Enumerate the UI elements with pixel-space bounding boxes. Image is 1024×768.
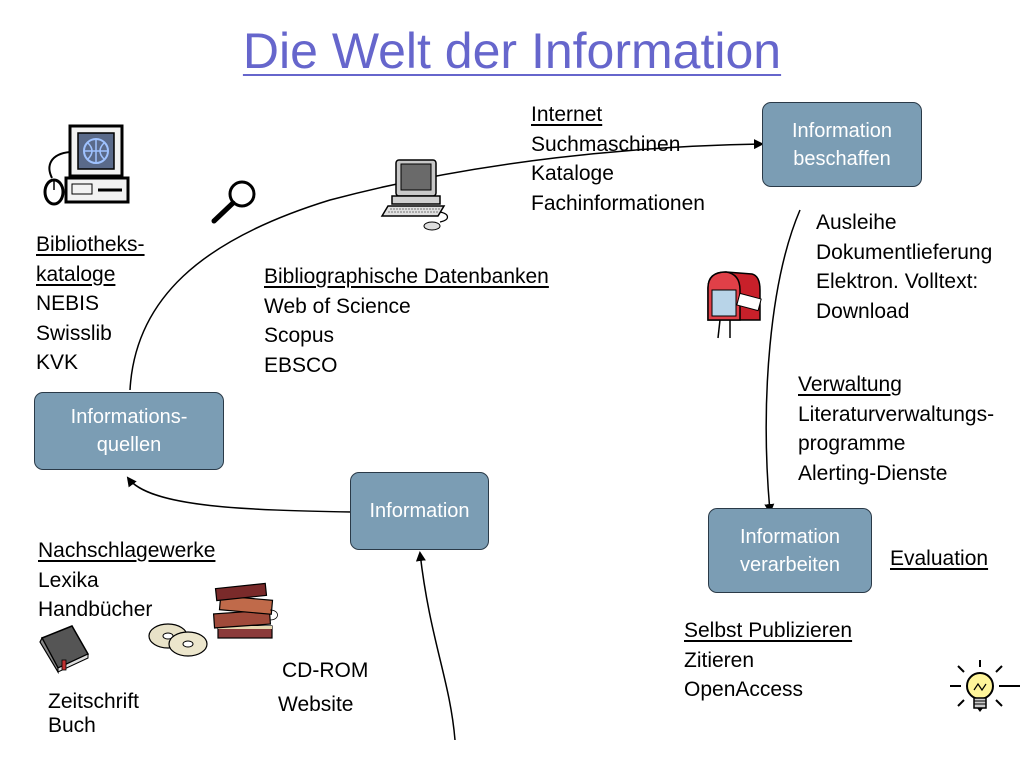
cd-discs-icon	[148, 623, 208, 657]
website-label: Website	[278, 693, 354, 716]
verwaltung-list: Verwaltung Literaturverwaltungs- program…	[798, 370, 994, 488]
datenbanken-heading: Bibliographische Datenbanken	[264, 265, 549, 288]
ausleihe-item: Elektron. Volltext:	[816, 270, 979, 293]
internet-list: Internet Suchmaschinen Kataloge Fachinfo…	[531, 100, 705, 218]
ausleihe-item: Ausleihe	[816, 211, 897, 234]
cdrom-label: CD-ROM	[282, 659, 369, 682]
box-information: Information	[350, 472, 489, 550]
ausleihe-item: Dokumentlieferung	[816, 240, 993, 264]
nachschlage-item: Handbücher	[38, 598, 153, 621]
magnifier-icon	[211, 180, 256, 224]
publizieren-heading: Selbst Publizieren	[684, 619, 853, 642]
closed-book-icon	[39, 625, 90, 674]
light-bulb-icon	[950, 660, 1020, 712]
zeitschrift-item: Zeitschrift	[48, 690, 140, 713]
arrow-information-to-quellen	[126, 476, 353, 513]
box-beschaffen-line-1: Information	[791, 119, 893, 142]
datenbanken-item: EBSCO	[264, 353, 338, 377]
internet-heading: Internet	[531, 103, 603, 126]
arrow-bottom-to-information	[415, 551, 456, 741]
bibliotheks-heading-1: Bibliotheks-	[36, 233, 145, 256]
bibliotheks-list: Bibliotheks- kataloge NEBIS Swisslib KVK	[36, 230, 145, 378]
publizieren-item: Zitieren	[684, 648, 755, 672]
book-stack-icon	[212, 582, 278, 639]
internet-item: Suchmaschinen	[531, 132, 681, 156]
arrow-quellen-to-beschaffen	[129, 139, 764, 391]
nachschlage-heading: Nachschlagewerke	[38, 539, 216, 562]
box-quellen-line-1: Informations-	[70, 406, 188, 428]
datenbanken-item: Web of Science	[264, 294, 411, 318]
verwaltung-heading: Verwaltung	[798, 373, 902, 396]
box-verarbeiten-line-1: Information	[739, 525, 841, 548]
internet-item: Kataloge	[531, 162, 614, 185]
internet-item: Fachinformationen	[531, 191, 705, 215]
bibliotheks-item: NEBIS	[36, 292, 100, 315]
computer-terminal-icon	[43, 124, 130, 206]
datenbanken-item: Scopus	[264, 324, 335, 347]
nachschlage-item: Lexika	[38, 568, 99, 592]
verwaltung-item: programme	[798, 432, 906, 455]
bibliotheks-heading-2: kataloge	[36, 262, 116, 286]
nachschlage-list: Nachschlagewerke Lexika Handbücher	[38, 536, 215, 625]
evaluation-label: Evaluation	[890, 547, 989, 570]
bibliotheks-item: KVK	[36, 351, 79, 374]
publizieren-list: Selbst Publizieren Zitieren OpenAccess	[684, 616, 852, 705]
bibliotheks-item: Swisslib	[36, 321, 112, 345]
verwaltung-item: Alerting-Dienste	[798, 461, 948, 485]
box-verarbeiten-line-2: verarbeiten	[739, 553, 841, 576]
publizieren-item: OpenAccess	[684, 678, 804, 701]
datenbanken-list: Bibliographische Datenbanken Web of Scie…	[264, 262, 549, 380]
zeitschrift-buch: Zeitschrift Buch	[48, 690, 139, 738]
buch-item: Buch	[48, 714, 96, 737]
box-quellen-line-2: quellen	[96, 434, 162, 456]
verwaltung-item: Literaturverwaltungs-	[798, 402, 995, 426]
box-information-verarbeiten: Information verarbeiten	[708, 508, 872, 593]
desktop-computer-icon	[380, 159, 449, 231]
page-title: Die Welt der Information	[242, 23, 782, 79]
ausleihe-list: Ausleihe Dokumentlieferung Elektron. Vol…	[816, 208, 992, 326]
box-information-beschaffen: Information beschaffen	[762, 102, 922, 187]
box-beschaffen-line-2: beschaffen	[793, 147, 891, 170]
arrow-beschaffen-to-verarbeiten	[764, 209, 801, 514]
ausleihe-item: Download	[816, 299, 910, 323]
mailbox-icon	[707, 271, 762, 339]
box-information-label: Information	[369, 500, 470, 522]
box-informations-quellen: Informations- quellen	[34, 392, 224, 470]
